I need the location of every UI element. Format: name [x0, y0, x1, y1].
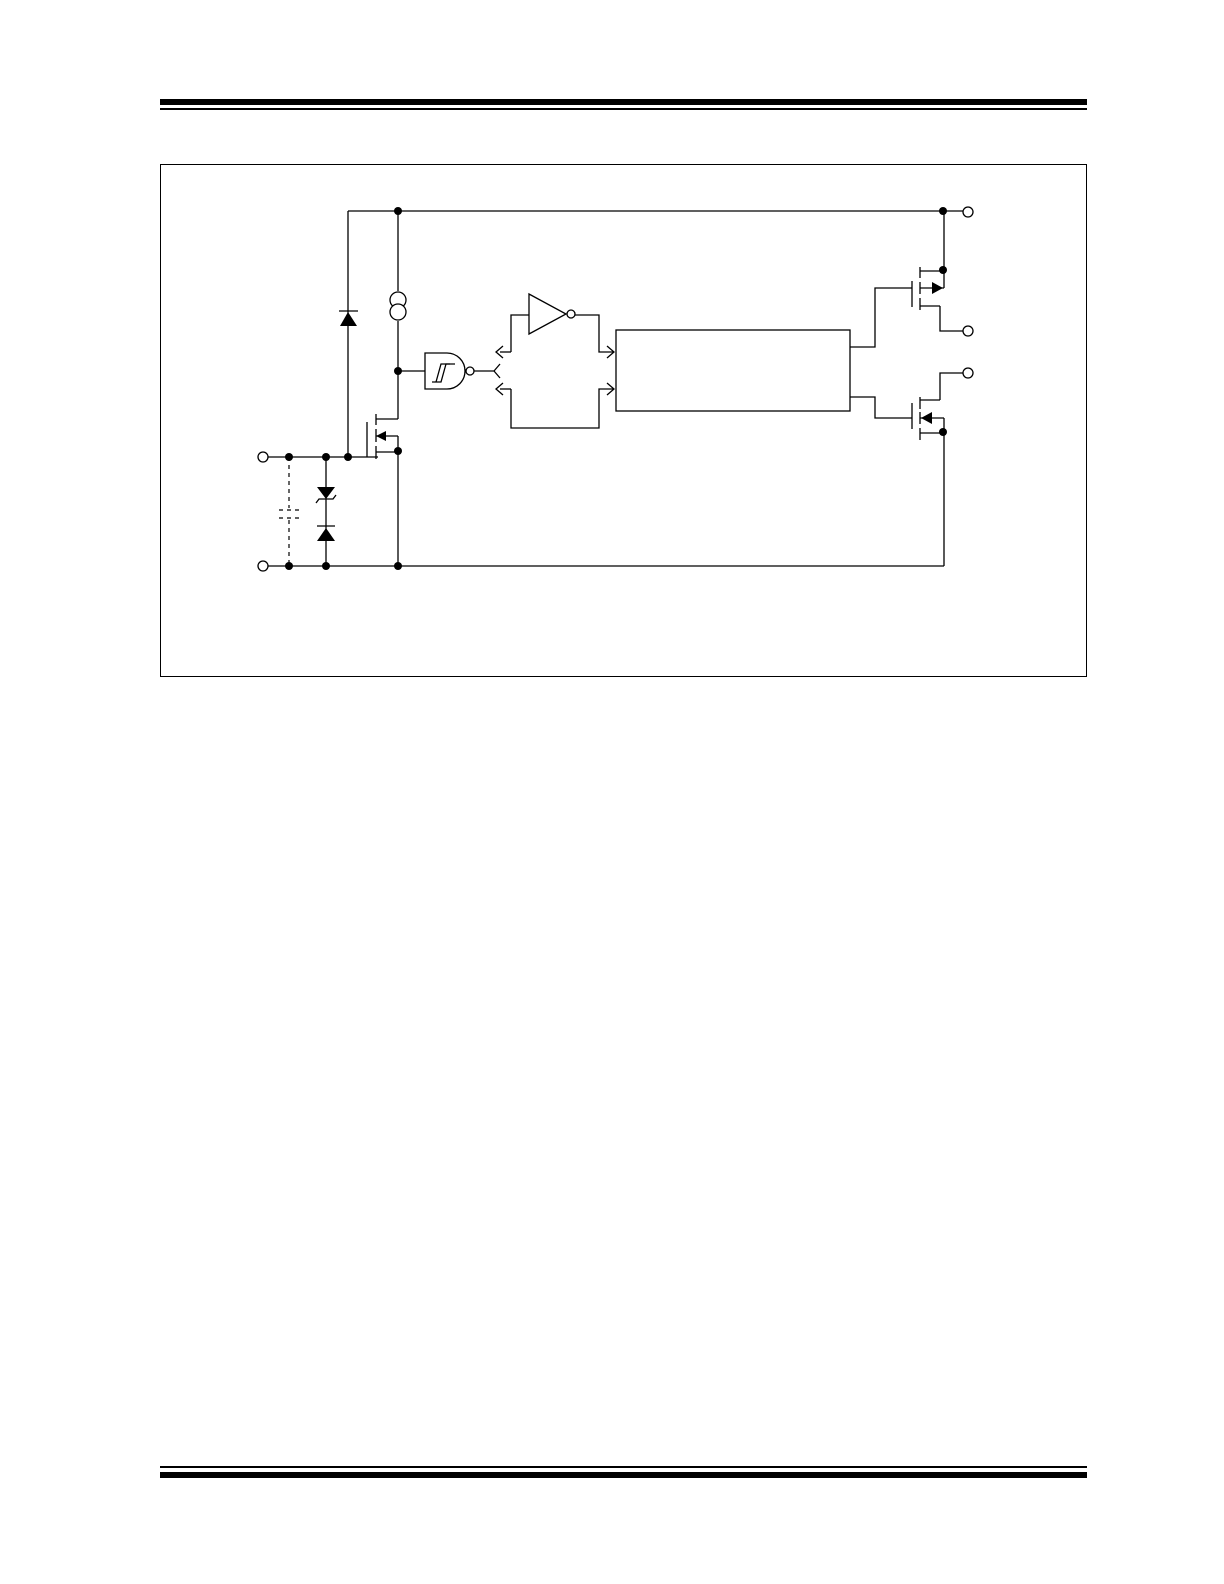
- junction-dots: [285, 207, 947, 570]
- dashed-capacitor: [279, 457, 301, 566]
- output-nmos-transistor: [850, 372, 963, 440]
- header-rule-thin: [160, 108, 1087, 110]
- footer-rule-thin: [160, 1466, 1087, 1468]
- output-pmos-transistor: [850, 211, 963, 348]
- output-terminal-lower: [962, 367, 974, 379]
- header-rule-thick: [160, 99, 1087, 105]
- signal-loop-lower: [495, 382, 615, 429]
- input-nmos-transistor: [366, 414, 399, 566]
- input-terminal-top: [257, 451, 269, 463]
- supply-diode: [339, 310, 358, 326]
- input-terminal-bottom: [257, 560, 269, 572]
- zener-diode-stack: [315, 457, 337, 566]
- signal-loop-upper: [495, 292, 615, 359]
- output-terminal-upper: [962, 325, 974, 337]
- figure-frame: [160, 164, 1087, 677]
- logic-block: [615, 329, 851, 412]
- supply-terminal: [962, 206, 974, 218]
- supply-rail: [347, 210, 963, 457]
- schmitt-nand-gate: [398, 352, 501, 390]
- current-source: [389, 211, 407, 419]
- ground-rail: [267, 432, 945, 567]
- footer-rule-thick: [160, 1472, 1087, 1478]
